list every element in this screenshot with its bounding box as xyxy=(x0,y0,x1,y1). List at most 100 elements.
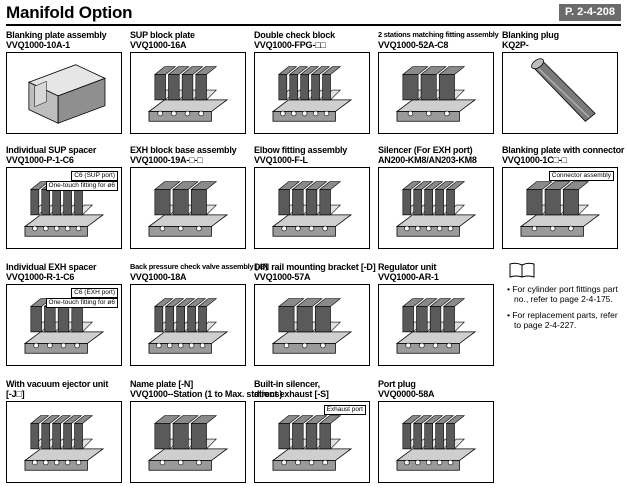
book-icon xyxy=(509,262,535,278)
option-name: With vacuum ejector unit xyxy=(6,379,109,389)
option-name: Silencer (For EXH port) xyxy=(378,145,473,155)
option-cell: DIN rail mounting bracket [-D]VVQ1000-57… xyxy=(254,262,376,370)
option-part-number: VVQ1000-F-L xyxy=(254,155,308,165)
option-illustration xyxy=(130,284,246,366)
option-name: 2 stations matching fitting assembly xyxy=(378,30,499,39)
manifold-illustration xyxy=(23,415,105,471)
manifold-illustration xyxy=(147,66,229,122)
illustration-callout: C6 (EXH port) xyxy=(71,288,118,298)
option-name: Individual EXH spacer xyxy=(6,262,97,272)
illustration-callout: Exhaust port xyxy=(323,405,366,415)
manifold-illustration xyxy=(395,181,477,237)
option-cell: With vacuum ejector unit[-J□] xyxy=(6,379,124,487)
illustration-callout: Connector assembly xyxy=(548,171,614,181)
option-cell: Silencer (For EXH port)AN200-KM8/AN203-K… xyxy=(378,145,496,253)
option-part-number: VVQ1000--Station (1 to Max. stations) xyxy=(130,389,283,399)
manifold-illustration xyxy=(519,181,601,237)
option-name: SUP block plate xyxy=(130,30,195,40)
option-part-number: KQ2P- xyxy=(502,40,529,50)
option-illustration xyxy=(378,401,494,483)
option-illustration xyxy=(502,52,618,134)
option-illustration: Exhaust port xyxy=(254,401,370,483)
option-part-number: VVQ1000-FPG-□□ xyxy=(254,40,326,50)
page-header: Manifold Option P. 2-4-208 xyxy=(0,0,627,26)
option-part-number: VVQ1000-52A-C8 xyxy=(378,40,449,50)
option-name: Individual SUP spacer xyxy=(6,145,97,155)
manifold-illustration xyxy=(147,298,229,354)
manifold-illustration xyxy=(395,298,477,354)
option-illustration xyxy=(378,284,494,366)
notes-panel: • For cylinder port fittings part no., r… xyxy=(505,262,621,330)
illustration-callout: One-touch fitting for ø6 xyxy=(45,181,118,191)
option-illustration: C6 (SUP port)One-touch fitting for ø6 xyxy=(6,167,122,249)
option-illustration xyxy=(6,401,122,483)
option-part-number: VVQ1000-16A xyxy=(130,40,187,50)
option-illustration xyxy=(130,167,246,249)
option-part-number: VVQ1000-1C□-□ xyxy=(502,155,567,165)
option-illustration: C6 (EXH port)One-touch fitting for ø6 xyxy=(6,284,122,366)
option-illustration xyxy=(378,167,494,249)
option-name: DIN rail mounting bracket [-D] xyxy=(254,262,376,272)
option-name: Elbow fitting assembly xyxy=(254,145,348,155)
manifold-illustration xyxy=(271,298,353,354)
illustration-callout: C6 (SUP port) xyxy=(71,171,118,181)
option-part-number: VVQ1000-19A-□-□ xyxy=(130,155,203,165)
option-name: EXH block base assembly xyxy=(130,145,237,155)
option-part-number: VVQ1000-18A xyxy=(130,272,187,282)
option-part-number: VVQ1000-10A-1 xyxy=(6,40,70,50)
option-name: Name plate [-N] xyxy=(130,379,194,389)
option-part-number: direct exhaust [-S] xyxy=(254,389,329,399)
option-name: Blanking plate assembly xyxy=(6,30,107,40)
option-part-number: AN200-KM8/AN203-KM8 xyxy=(378,155,477,165)
option-illustration: Connector assembly xyxy=(502,167,618,249)
option-illustration xyxy=(130,401,246,483)
option-part-number: VVQ1000-AR-1 xyxy=(378,272,439,282)
blanking-plate-illustration xyxy=(27,64,106,124)
option-part-number: [-J□] xyxy=(6,389,25,399)
note-cylinder-fittings: • For cylinder port fittings part no., r… xyxy=(507,284,618,304)
page-title: Manifold Option xyxy=(6,3,133,22)
option-part-number: VVQ0000-58A xyxy=(378,389,435,399)
manifold-illustration xyxy=(395,66,477,122)
option-name: Built-in silencer, xyxy=(254,379,320,389)
option-illustration xyxy=(130,52,246,134)
option-part-number: VVQ1000-57A xyxy=(254,272,311,282)
note-replacement-parts: • For replacement parts, refer to page 2… xyxy=(507,310,618,330)
option-illustration xyxy=(254,52,370,134)
manifold-illustration xyxy=(147,181,229,237)
option-illustration xyxy=(254,284,370,366)
illustration-callout: One-touch fitting for ø6 xyxy=(45,298,118,308)
option-illustration xyxy=(378,52,494,134)
manifold-illustration xyxy=(271,181,353,237)
option-name: Regulator unit xyxy=(378,262,437,272)
title-divider xyxy=(6,24,621,26)
option-part-number: VVQ1000-R-1-C6 xyxy=(6,272,75,282)
option-name: Blanking plug xyxy=(502,30,559,40)
page-reference-badge[interactable]: P. 2-4-208 xyxy=(559,4,621,21)
option-cell: Back pressure check valve assembly [-B]V… xyxy=(130,262,268,370)
option-name: Double check block xyxy=(254,30,335,40)
plug-illustration xyxy=(531,58,596,122)
manifold-illustration xyxy=(147,415,229,471)
manifold-illustration xyxy=(271,415,353,471)
option-illustration xyxy=(254,167,370,249)
manifold-illustration xyxy=(271,66,353,122)
option-illustration xyxy=(6,52,122,134)
option-cell: Name plate [-N]VVQ1000--Station (1 to Ma… xyxy=(130,379,283,487)
option-name: Blanking plate with connector xyxy=(502,145,625,155)
option-name: Port plug xyxy=(378,379,416,389)
option-name: Back pressure check valve assembly [-B] xyxy=(130,262,268,271)
manifold-illustration xyxy=(395,415,477,471)
option-cell: Built-in silencer,direct exhaust [-S] Exh… xyxy=(254,379,372,487)
